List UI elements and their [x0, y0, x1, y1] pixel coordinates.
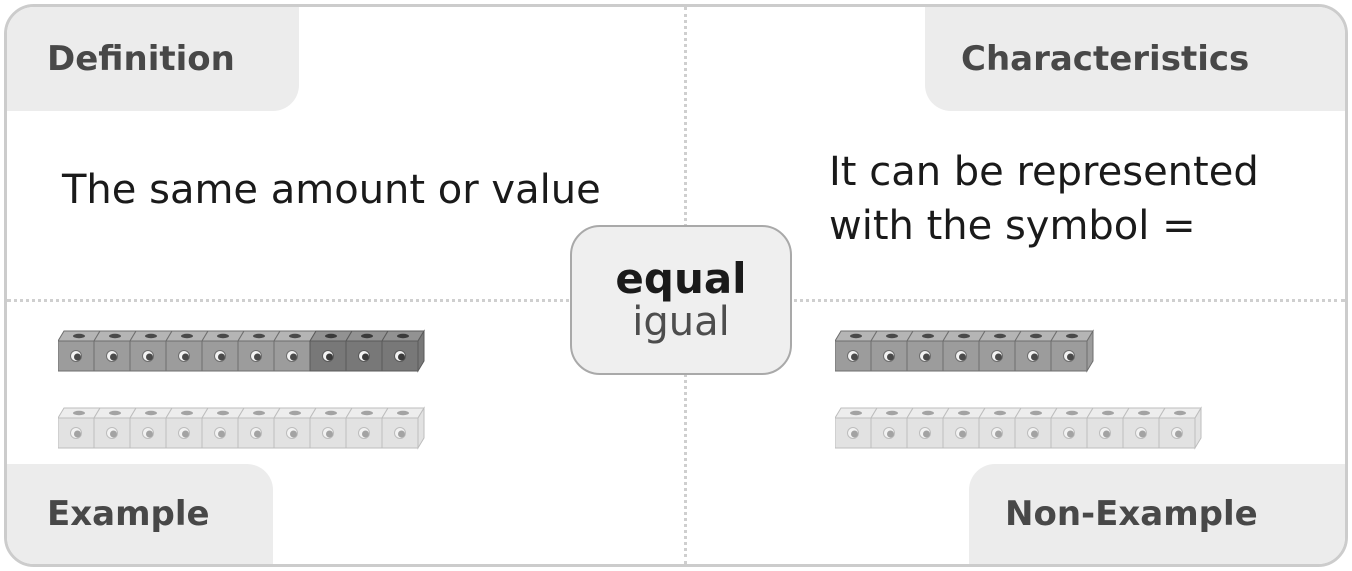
vocabulary-word-box: equal igual [570, 225, 792, 375]
linking-cube [165, 407, 209, 449]
linking-cube [906, 330, 950, 372]
linking-cube [129, 407, 173, 449]
definition-text: The same amount or value [62, 167, 601, 213]
characteristics-label: Characteristics [925, 7, 1345, 111]
characteristics-line-1: It can be represented [829, 149, 1259, 195]
linking-cube [309, 407, 353, 449]
linking-cube [978, 407, 1022, 449]
characteristics-line-2: with the symbol = [829, 203, 1196, 249]
frayer-model-card: Definition Characteristics Example Non-E… [4, 4, 1348, 567]
linking-cube [345, 330, 389, 372]
example-cubes-bottom [58, 406, 425, 450]
linking-cube [870, 407, 914, 449]
cube-side-face [417, 329, 425, 373]
linking-cube [273, 330, 317, 372]
example-cubes-top [58, 329, 425, 373]
linking-cube [942, 407, 986, 449]
linking-cube [58, 330, 101, 372]
cube-side-face [1086, 329, 1094, 373]
non-example-cubes-top [835, 329, 1094, 373]
linking-cube [93, 330, 137, 372]
linking-cube [978, 330, 1022, 372]
linking-cube [1014, 407, 1058, 449]
definition-label: Definition [7, 7, 299, 111]
linking-cube [345, 407, 389, 449]
linking-cube [835, 407, 878, 449]
linking-cube [165, 330, 209, 372]
linking-cube [1050, 407, 1094, 449]
vocabulary-word-english: equal [615, 254, 747, 303]
vocabulary-word-spanish: igual [632, 299, 730, 345]
linking-cube [201, 407, 245, 449]
non-example-cubes-bottom [835, 406, 1202, 450]
linking-cube [1158, 407, 1202, 449]
linking-cube [309, 330, 353, 372]
characteristics-text: It can be represented with the symbol = [829, 145, 1259, 253]
linking-cube [1086, 407, 1130, 449]
cube-side-face [417, 406, 425, 450]
example-label: Example [7, 464, 273, 564]
linking-cube [906, 407, 950, 449]
linking-cube [93, 407, 137, 449]
linking-cube [1122, 407, 1166, 449]
linking-cube [237, 330, 281, 372]
linking-cube [835, 330, 878, 372]
linking-cube [381, 407, 425, 449]
linking-cube [273, 407, 317, 449]
linking-cube [942, 330, 986, 372]
non-example-label: Non-Example [969, 464, 1345, 564]
cube-side-face [1194, 406, 1202, 450]
linking-cube [201, 330, 245, 372]
linking-cube [1050, 330, 1094, 372]
linking-cube [1014, 330, 1058, 372]
linking-cube [870, 330, 914, 372]
linking-cube [129, 330, 173, 372]
